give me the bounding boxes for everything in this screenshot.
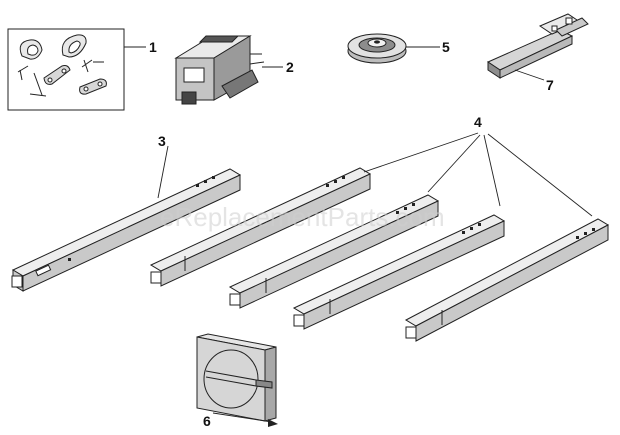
leader-4a bbox=[363, 132, 479, 173]
callout-1: 1 bbox=[149, 39, 157, 55]
arrow-icon bbox=[268, 419, 278, 427]
part-7-bracket: 7 bbox=[486, 13, 589, 93]
rail-3-end bbox=[11, 275, 23, 288]
callout-3: 3 bbox=[158, 133, 166, 149]
callout-7: 7 bbox=[546, 77, 554, 93]
kit-pin-2 bbox=[29, 72, 47, 97]
rail-segment-c bbox=[292, 214, 506, 330]
callout-4-group: 4 bbox=[363, 114, 593, 217]
leader-3 bbox=[157, 145, 169, 199]
rail-segment-b bbox=[228, 194, 440, 309]
kit-pin-1 bbox=[17, 65, 29, 81]
leader-4d bbox=[487, 133, 593, 217]
rail-segment-d bbox=[404, 218, 610, 342]
kit-clip-right bbox=[61, 34, 87, 58]
kit-clip-left bbox=[19, 39, 43, 60]
callout-6: 6 bbox=[203, 413, 211, 429]
part-3-front-rail: 3 bbox=[11, 133, 242, 292]
kit-link-plate-1 bbox=[43, 65, 71, 85]
rail-segment-a bbox=[149, 167, 372, 287]
callout-2: 2 bbox=[286, 59, 294, 75]
kit-pin-3 bbox=[81, 59, 104, 73]
part-6-door-bracket: 6 bbox=[196, 333, 278, 429]
leader-4c bbox=[483, 134, 501, 207]
leader-6 bbox=[212, 412, 273, 423]
part-1-hardware-kit: 1 bbox=[7, 28, 157, 111]
callout-5: 5 bbox=[442, 39, 450, 55]
callout-4: 4 bbox=[474, 114, 482, 130]
leader-7 bbox=[514, 69, 545, 81]
kit-link-plate-2 bbox=[79, 78, 107, 95]
watermark: eReplacementParts.com bbox=[160, 202, 445, 232]
leader-4b bbox=[427, 134, 481, 193]
part-5-pulley: 5 bbox=[347, 33, 450, 64]
part-2-trolley: 2 bbox=[174, 35, 294, 105]
